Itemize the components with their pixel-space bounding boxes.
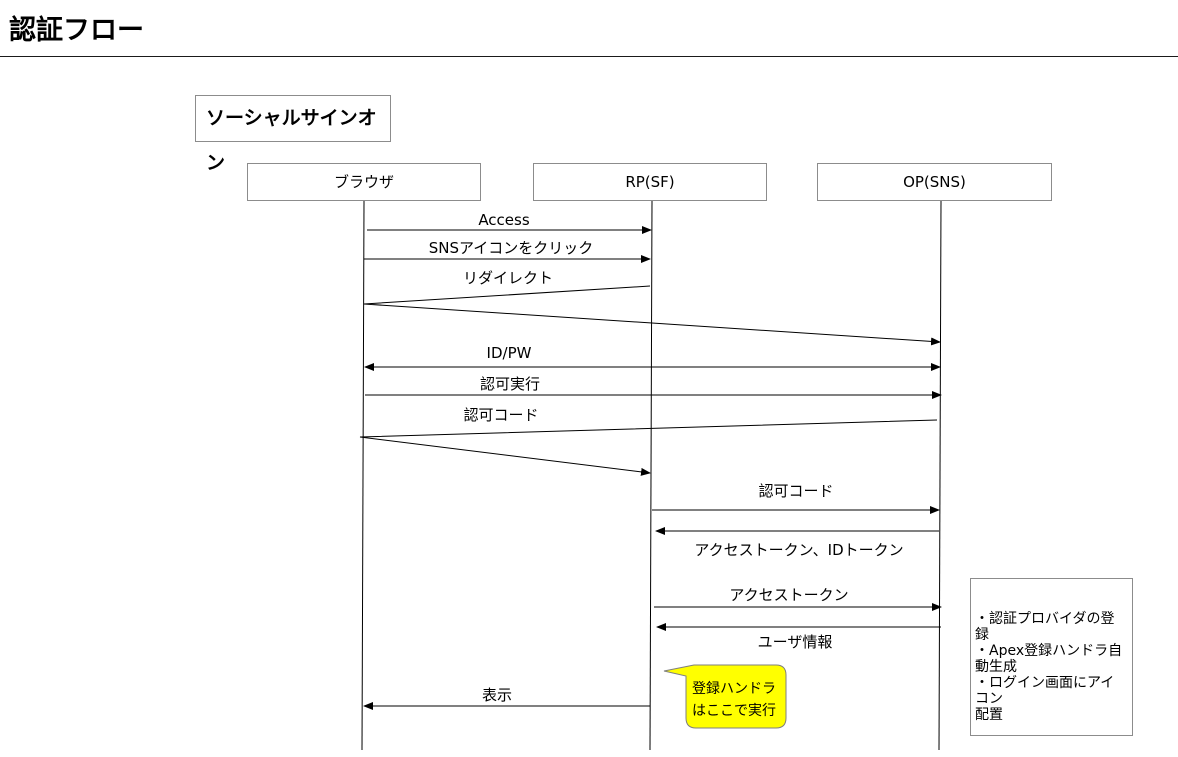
callout-text: 登録ハンドラ はここで実行 [682,673,786,727]
callout-line-2: はここで実行 [692,703,776,719]
page-title: 認証フロー [9,15,144,46]
label-user-info: ユーザ情報 [758,633,833,651]
note-line-1: ・認証プロバイダの登録 [975,611,1115,643]
label-id-pw: ID/PW [487,344,532,362]
actor-browser: ブラウザ [247,163,481,201]
lifeline-op [938,200,942,751]
label-authz-code-1: 認可コード [463,406,538,424]
actor-rp: RP(SF) [533,163,767,201]
label-authz-exec: 認可実行 [480,375,540,393]
label-authz-code-2: 認可コード [758,482,833,500]
label-sns-icon-click: SNSアイコンをクリック [429,239,594,257]
label-redirect: リダイレクト [463,269,553,287]
section-label: ソーシャルサインオン [195,95,391,174]
actor-op: OP(SNS) [817,163,1052,201]
arrow-redirect [363,285,941,346]
callout-line-1: 登録ハンドラ [692,681,776,697]
label-access-token: アクセストークン [729,586,848,604]
note-line-2: ・Apex登録ハンドラ自 [975,643,1123,659]
note-line-3: 動生成 [975,659,1017,675]
note-line-4: ・ログイン画面にアイコン [975,675,1115,707]
label-display: 表示 [482,686,512,704]
note-line-5: 配置 [975,707,1003,723]
label-access-id-token: アクセストークン、IDトークン [694,541,903,559]
note-box: ・認証プロバイダの登録 ・Apex登録ハンドラ自 動生成 ・ログイン画面にアイコ… [970,578,1133,736]
callout-bubble [663,664,787,729]
title-divider [0,56,1178,57]
label-access: Access [478,211,530,229]
lifeline-rp [649,200,653,751]
arrow-authz-code-1 [359,419,938,476]
lifeline-browser [361,200,365,751]
